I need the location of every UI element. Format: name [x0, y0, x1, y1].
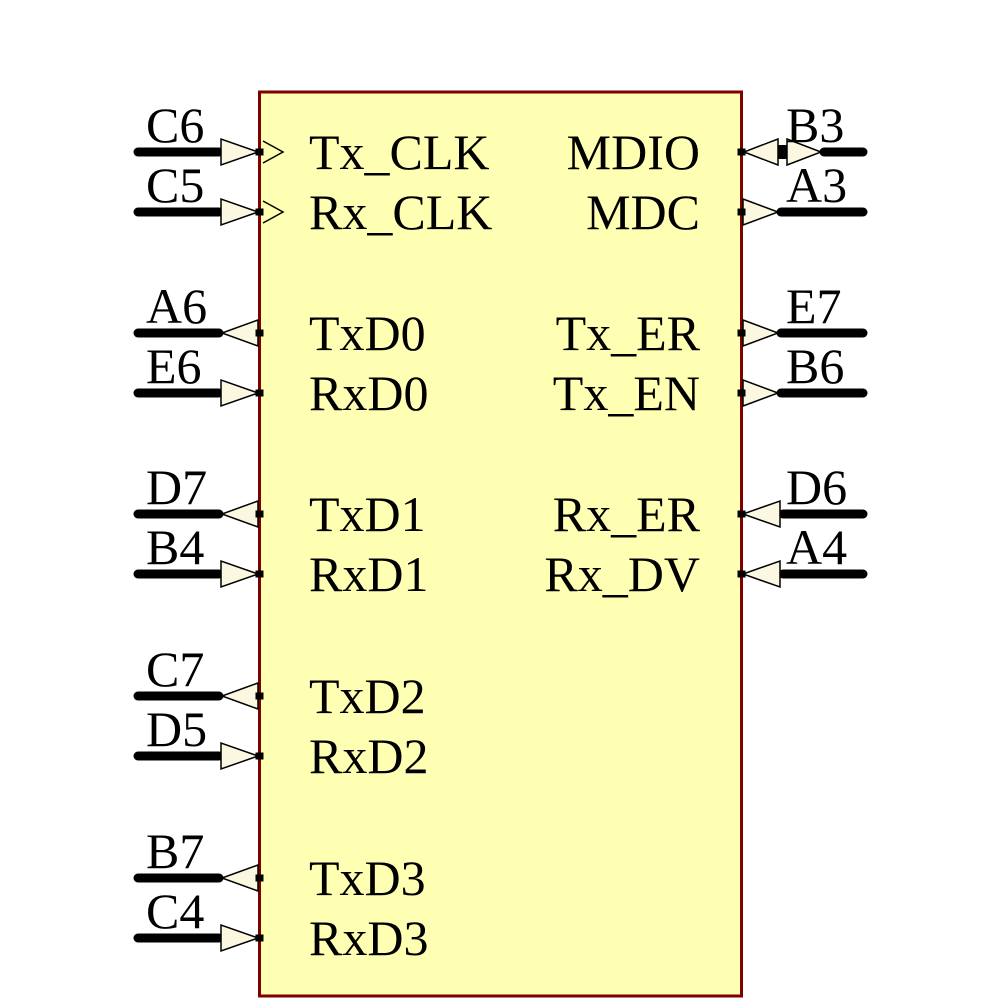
pin-signal-label: RxD3: [309, 910, 428, 966]
pin-signal-label: TxD3: [309, 850, 426, 906]
output-arrow-icon: [219, 499, 259, 529]
bidir-arrow-left-icon: [741, 137, 779, 167]
pin-d7: D7 TxD1: [133, 459, 426, 542]
pin-number-label: D5: [146, 701, 207, 757]
pin-number-label: B6: [786, 338, 844, 394]
pin-number-label: C7: [146, 641, 204, 697]
pin-signal-label: TxD2: [309, 668, 426, 724]
pin-a3: A3 MDC: [586, 157, 868, 240]
pin-number-label: A6: [146, 278, 207, 334]
bidir-arrow-bar: [777, 145, 787, 159]
pin-signal-label: Rx_CLK: [309, 184, 492, 240]
pin-signal-label: TxD1: [309, 486, 426, 542]
pin-signal-label: MDIO: [567, 124, 700, 180]
pin-b7: B7 TxD3: [133, 823, 426, 906]
input-arrow-icon: [220, 923, 261, 953]
input-arrow-icon: [740, 559, 781, 589]
pin-b6: B6 Tx_EN: [553, 338, 868, 421]
pin-stub: [737, 570, 746, 578]
pin-number-label: A4: [786, 519, 847, 575]
pin-stub: [255, 874, 264, 882]
pin-signal-label: RxD0: [309, 365, 428, 421]
pin-stub: [255, 329, 264, 337]
pin-signal-label: RxD2: [309, 728, 428, 784]
input-arrow-icon: [220, 741, 261, 771]
output-arrow-icon: [219, 863, 259, 893]
pin-stub: [737, 208, 746, 216]
pin-a4: A4 Rx_DV: [544, 519, 868, 602]
pin-c6: C6 Tx_CLK: [133, 97, 490, 180]
clock-chevron-icon: [262, 140, 285, 164]
input-arrow-icon: [220, 378, 261, 408]
output-arrow-icon: [742, 318, 781, 348]
pin-stub: [255, 692, 264, 700]
pin-stub: [737, 148, 746, 156]
pin-stub: [737, 329, 746, 337]
pin-stub: [255, 389, 264, 397]
pin-number-label: B3: [786, 97, 844, 153]
clock-chevron-icon: [262, 200, 285, 224]
pin-c5: C5 Rx_CLK: [133, 157, 492, 240]
pin-number-label: D7: [146, 459, 207, 515]
pin-number-label: C5: [146, 157, 204, 213]
output-arrow-icon: [742, 378, 781, 408]
pin-stub: [255, 510, 264, 518]
pin-number-label: C4: [146, 883, 204, 939]
pin-c7: C7 TxD2: [133, 641, 426, 724]
pin-stub: [737, 389, 746, 397]
output-arrow-icon: [219, 318, 259, 348]
pin-signal-label: Tx_CLK: [309, 124, 490, 180]
pin-number-label: B4: [146, 519, 204, 575]
pin-number-label: E6: [146, 338, 202, 394]
pin-stub: [255, 752, 264, 760]
output-arrow-icon: [219, 681, 259, 711]
pin-d6: D6 Rx_ER: [553, 459, 868, 542]
pin-stub: [255, 208, 264, 216]
pin-c4: C4 RxD3: [133, 883, 428, 966]
pin-e6: E6 RxD0: [133, 338, 428, 421]
input-arrow-icon: [220, 197, 261, 227]
pin-signal-label: MDC: [586, 184, 700, 240]
pin-signal-label: RxD1: [309, 546, 428, 602]
pin-number-label: C6: [146, 97, 204, 153]
pin-stub: [737, 510, 746, 518]
pin-signal-label: Rx_ER: [553, 486, 701, 542]
output-arrow-icon: [742, 197, 781, 227]
pin-number-label: B7: [146, 823, 204, 879]
input-arrow-icon: [220, 559, 261, 589]
pin-e7: E7 Tx_ER: [556, 278, 868, 361]
pin-b3: B3 MDIO: [567, 97, 868, 180]
pin-stub: [255, 148, 264, 156]
input-arrow-icon: [220, 137, 261, 167]
pin-number-label: E7: [786, 278, 842, 334]
pin-stub: [255, 934, 264, 942]
component-block: [258, 90, 743, 998]
input-arrow-icon: [740, 499, 781, 529]
pin-signal-label: Tx_ER: [556, 305, 701, 361]
pin-signal-label: Tx_EN: [553, 365, 700, 421]
pin-stub: [255, 570, 264, 578]
pin-signal-label: TxD0: [309, 305, 426, 361]
pin-number-label: A3: [786, 157, 847, 213]
pin-a6: A6 TxD0: [133, 278, 426, 361]
pin-number-label: D6: [786, 459, 847, 515]
pin-signal-label: Rx_DV: [544, 546, 700, 602]
bidir-arrow-right-icon: [786, 137, 824, 167]
pin-b4: B4 RxD1: [133, 519, 428, 602]
pin-d5: D5 RxD2: [133, 701, 428, 784]
